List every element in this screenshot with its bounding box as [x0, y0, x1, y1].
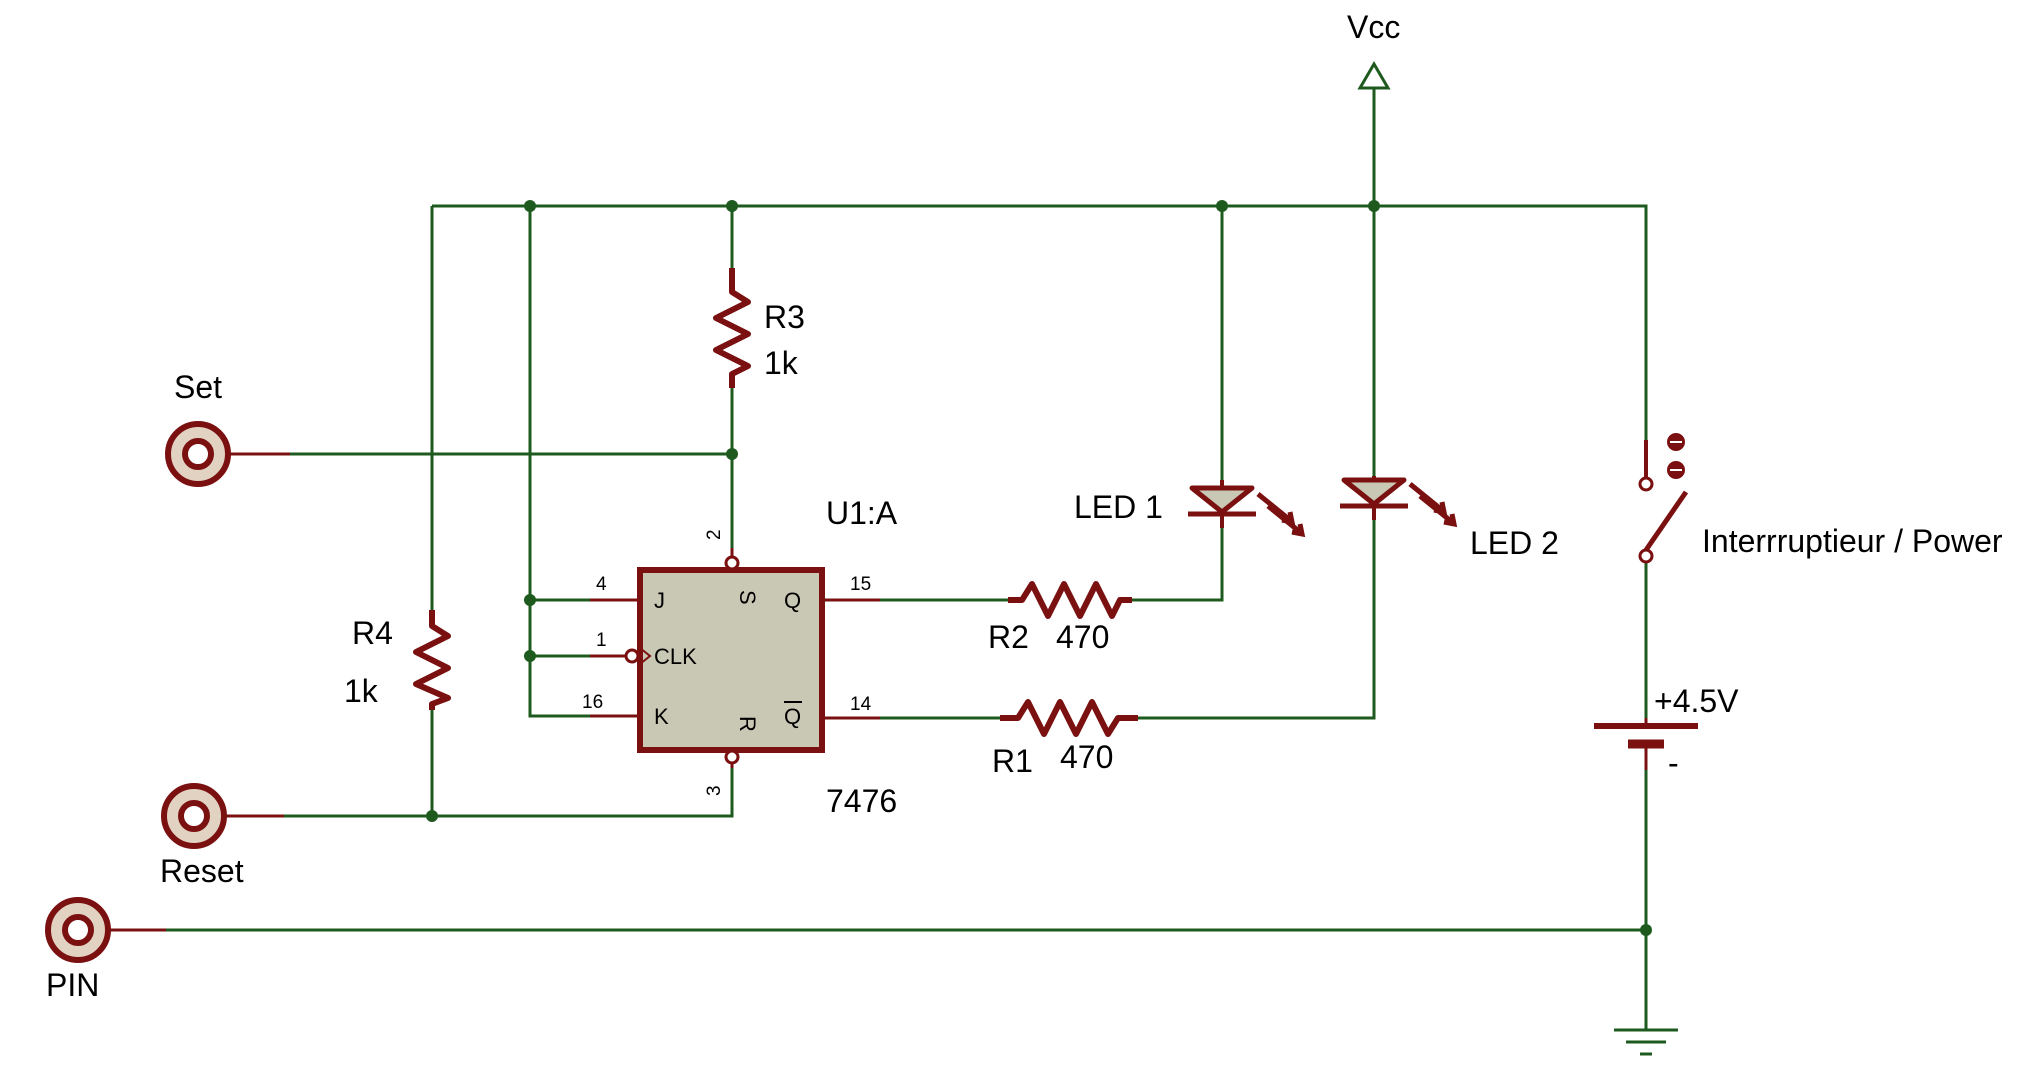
r1-name-label: R1: [992, 743, 1033, 779]
r2-value-label: 470: [1056, 619, 1109, 655]
pin-qbar-label: Q: [784, 704, 801, 729]
resistor-icon: [1000, 699, 1138, 737]
led-2: LED 2: [1340, 476, 1559, 561]
junction-dot: [1216, 200, 1228, 212]
vcc-arrow-icon: [1357, 61, 1391, 90]
pin-qbar-number: 14: [850, 694, 872, 715]
switch-contact-icon: [1638, 548, 1654, 564]
resistor-icon: [713, 268, 751, 388]
set-terminal: Set: [165, 369, 290, 487]
pin-label: PIN: [46, 967, 99, 1003]
vcc-terminal: Vcc: [1347, 9, 1400, 90]
led1-label: LED 1: [1074, 489, 1163, 525]
reset-terminal: Reset: [160, 783, 284, 889]
clk-bubble-icon: [624, 648, 640, 664]
ic-part-label: 7476: [826, 783, 897, 819]
resistor-icon: [413, 610, 451, 710]
wires: [166, 88, 1648, 1030]
switch-contact-icon: [1638, 476, 1654, 492]
resistor-r4: R4 1k: [344, 610, 451, 710]
resistor-r3: R3 1k: [713, 268, 805, 388]
pin-q-number: 15: [850, 574, 871, 595]
pin-r-number: 3: [704, 785, 725, 796]
junction-dot: [726, 200, 738, 212]
junction-dot: [524, 594, 536, 606]
wire-top-rail: [432, 204, 1648, 440]
vcc-label: Vcc: [1347, 9, 1400, 45]
light-arrows-icon: [1408, 482, 1458, 528]
junctions: [426, 200, 1652, 936]
clk-triangle-icon: [639, 647, 652, 665]
r3-value-label: 1k: [764, 345, 799, 381]
pin-clk-number: 1: [596, 630, 607, 651]
pin-k-number: 16: [582, 692, 603, 713]
pin-q-label: Q: [784, 588, 801, 613]
pin-j-number: 4: [596, 574, 607, 595]
battery-minus-label: -: [1668, 745, 1679, 781]
ic-body: [637, 567, 825, 753]
junction-dot: [1640, 924, 1652, 936]
junction-dot: [726, 448, 738, 460]
ic-ref-label: U1:A: [826, 495, 898, 531]
switch-label: Interrruptieur / Power: [1702, 523, 2003, 559]
pin-terminal: PIN: [45, 897, 166, 1003]
wire-r1-led2: [1138, 520, 1376, 720]
r2-name-label: R2: [988, 619, 1029, 655]
r1-value-label: 470: [1060, 739, 1113, 775]
s-bubble-icon: [724, 555, 740, 571]
r4-name-label: R4: [352, 615, 393, 651]
led2-label: LED 2: [1470, 525, 1559, 561]
led-icon: [1189, 485, 1255, 515]
battery: +4.5V -: [1594, 683, 1739, 781]
resistor-icon: [1008, 581, 1132, 619]
pin-r-label: R: [735, 716, 760, 732]
wire-j-k-bus: [528, 206, 638, 718]
pin-s-number: 2: [704, 529, 725, 540]
r3-name-label: R3: [764, 299, 805, 335]
junction-dot: [524, 200, 536, 212]
junction-dot: [1368, 200, 1380, 212]
switch-lever-icon: [1643, 490, 1689, 552]
led-1: LED 1: [1074, 480, 1306, 538]
set-label: Set: [174, 369, 222, 405]
led-icon: [1341, 477, 1407, 507]
junction-dot: [426, 810, 438, 822]
reset-label: Reset: [160, 853, 244, 889]
ic-7476: 4 1 16 15 14 2 3 J CLK K Q Q S R U1:A 74…: [582, 495, 898, 819]
light-arrows-icon: [1256, 492, 1306, 538]
pin-j-label: J: [654, 588, 665, 613]
wire-reset: [284, 768, 734, 818]
resistor-r2: R2 470: [988, 581, 1132, 655]
pin-s-label: S: [735, 590, 760, 605]
battery-voltage-label: +4.5V: [1654, 683, 1739, 719]
resistor-r1: R1 470: [992, 699, 1138, 779]
pin-clk-label: CLK: [654, 644, 697, 669]
junction-dot: [524, 650, 536, 662]
r4-value-label: 1k: [344, 673, 379, 709]
wire-r2-led1: [1132, 528, 1224, 602]
ground-icon: [1614, 1028, 1678, 1056]
pin-k-label: K: [654, 704, 669, 729]
r-bubble-icon: [724, 749, 740, 765]
power-switch: Interrruptieur / Power: [1638, 433, 2003, 564]
